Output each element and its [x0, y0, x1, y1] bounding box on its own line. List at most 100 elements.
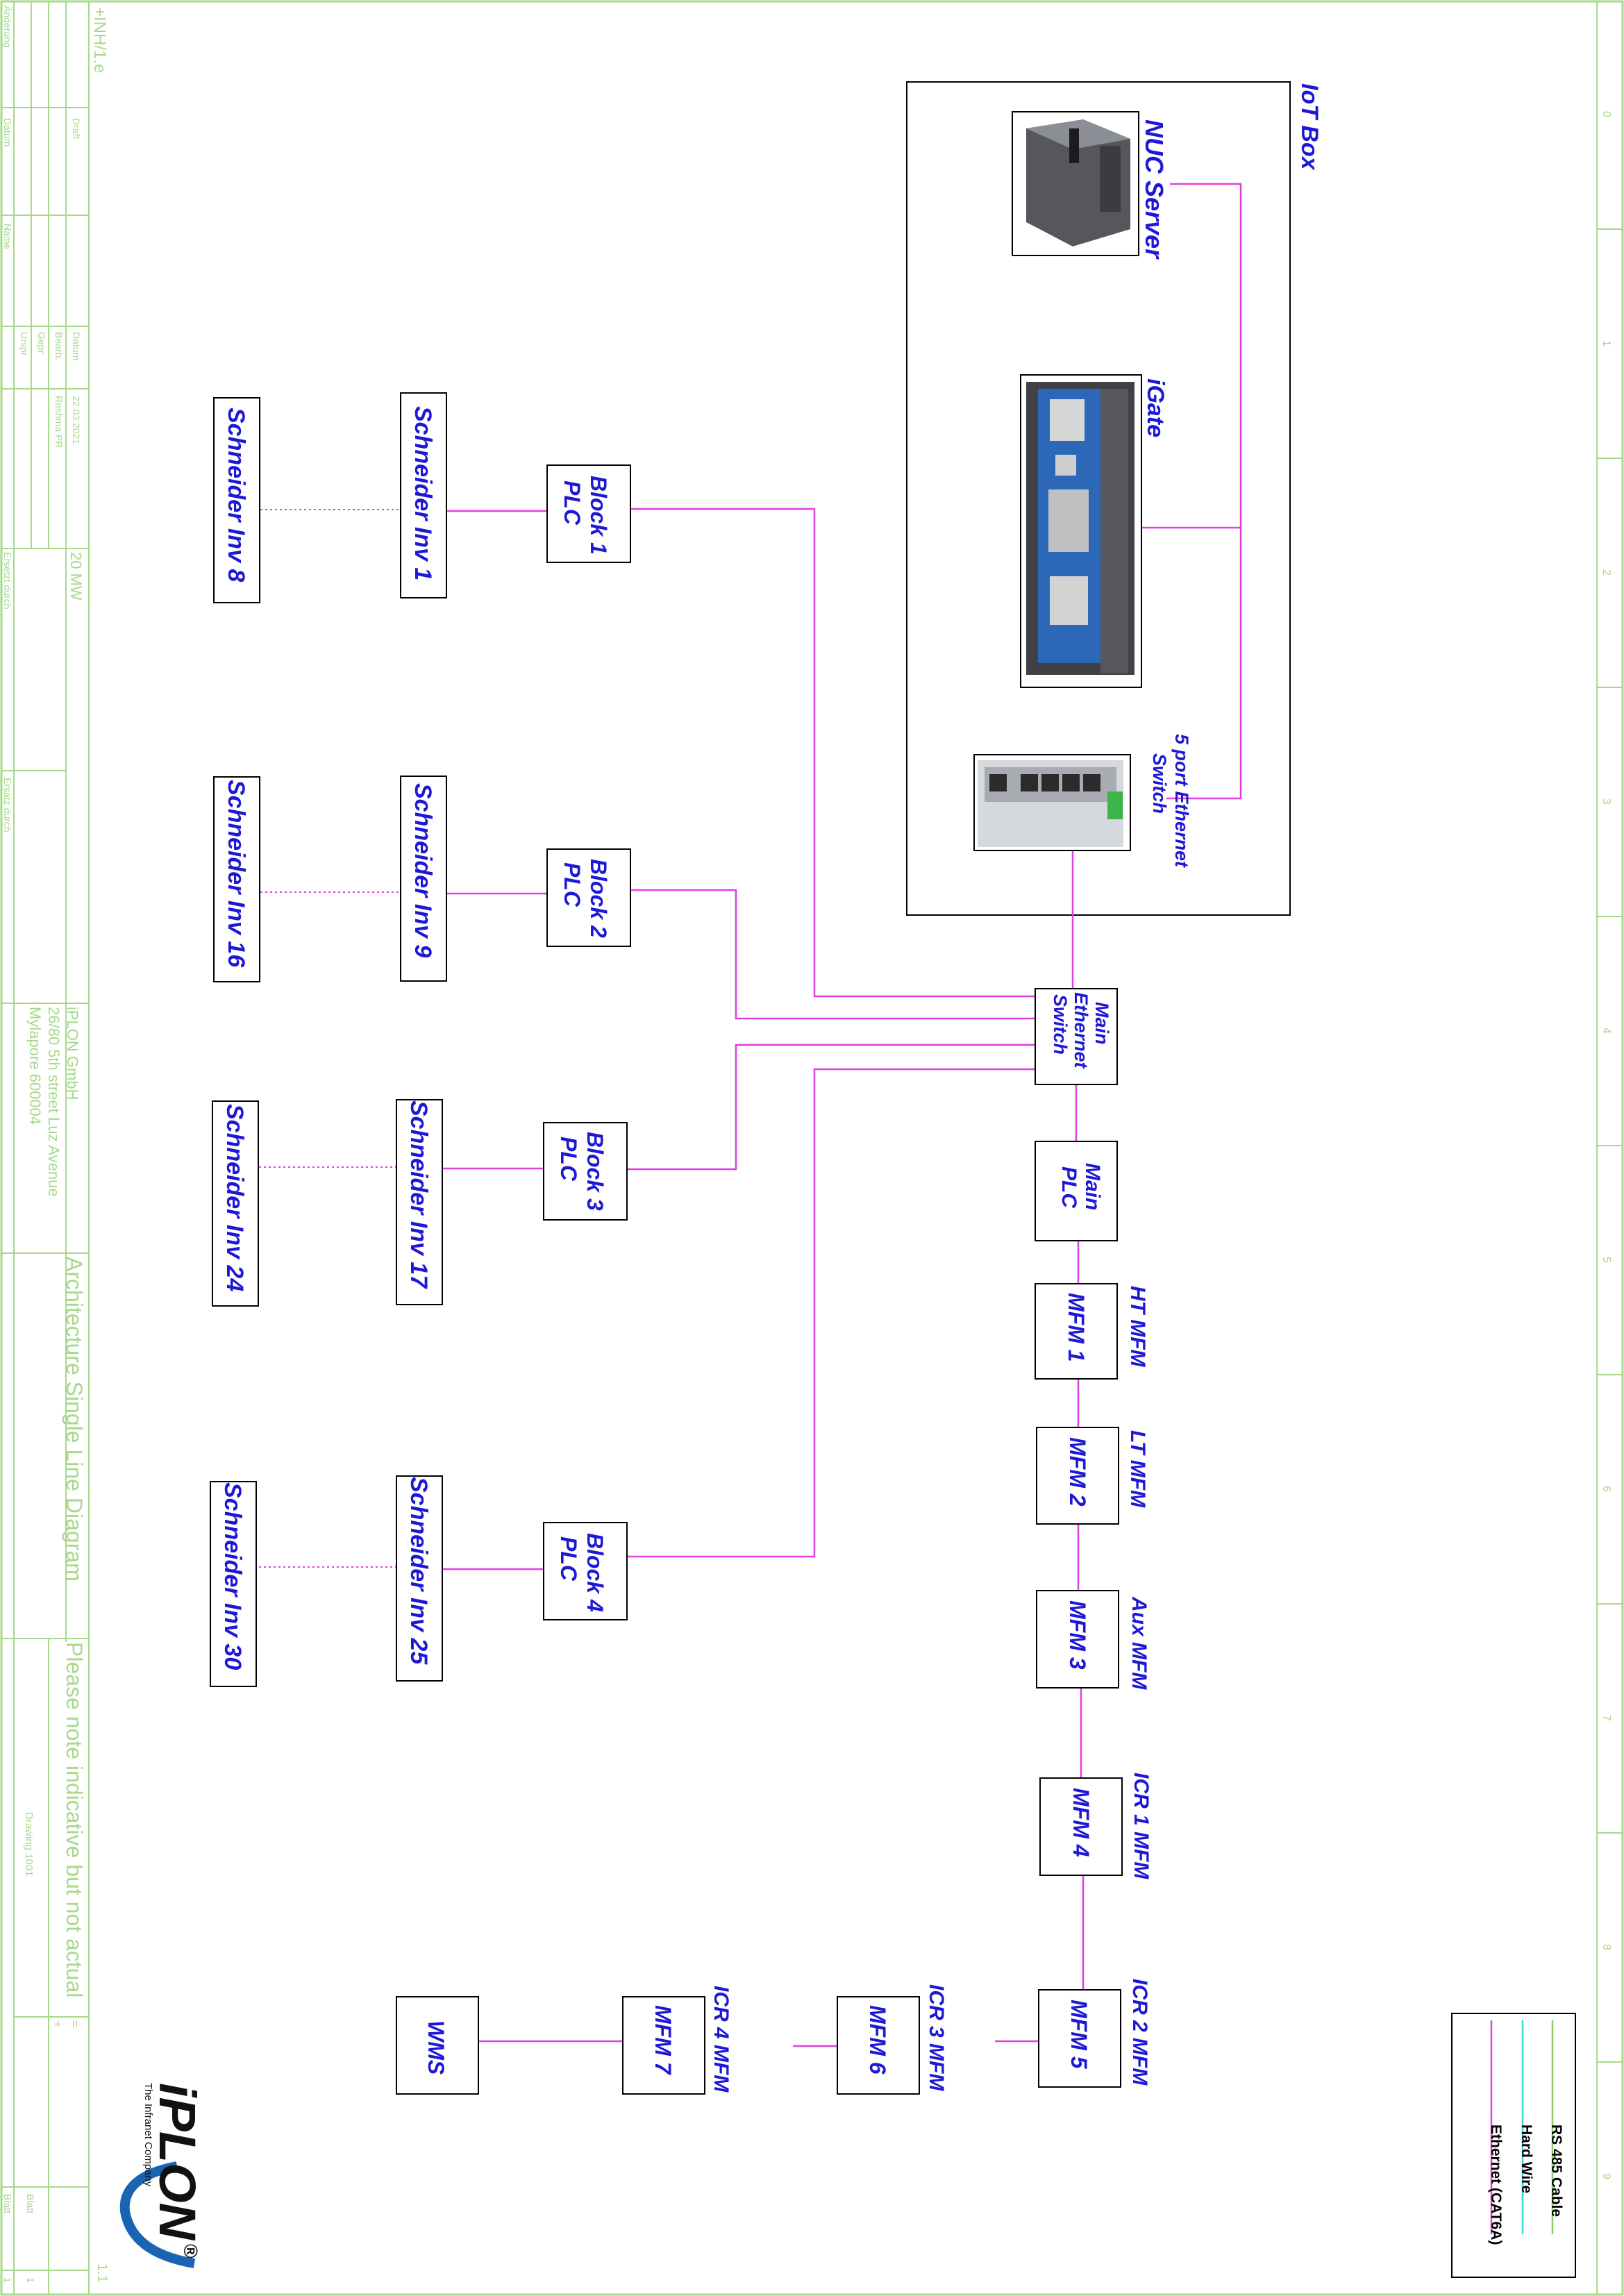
main-plc-box — [1035, 1141, 1118, 1241]
legend-rs485-label: RS 485 Cable — [1548, 2125, 1564, 2218]
inverter-30-label: Schneider Inv 30 — [219, 1482, 246, 1670]
title-block-bearb: Bearb. — [53, 332, 65, 361]
block-plc-2-label-line1: Block 2 — [586, 859, 611, 938]
iplon-logo-reg: ® — [180, 2244, 201, 2259]
legend-ethernet-label: Ethernet (CAT6A) — [1488, 2125, 1504, 2245]
mfm-2-label: MFM 2 — [1065, 1437, 1090, 1507]
block-plc-2-label-line2: PLC — [560, 862, 585, 907]
drawing-title: Architecture Single Line Diagram — [62, 1257, 87, 1582]
title-block-sheet-ref: 1.1 — [94, 2263, 110, 2283]
frame-tick-9: 9 — [1600, 2173, 1612, 2179]
frame-tick-2: 2 — [1600, 569, 1612, 576]
frame-tick-marks — [1597, 228, 1623, 2063]
main-ethernet-switch-box — [1035, 988, 1118, 1085]
inverter-8-box — [213, 397, 260, 603]
iplon-logo-text: iPLON — [149, 2083, 206, 2240]
title-block-plus: + — [51, 2020, 65, 2028]
mfm-4-role: ICR 1 MFM — [1130, 1773, 1153, 1879]
mfm-4-box — [1039, 1777, 1123, 1876]
inverter-24-label: Schneider Inv 24 — [221, 1104, 248, 1292]
title-block-name: Name — [2, 224, 13, 250]
title-block-ersetzt-durch: Ersetzt durch — [2, 552, 13, 610]
frame-tick-5: 5 — [1600, 1257, 1612, 1263]
mfm-4-label: MFM 4 — [1069, 1788, 1094, 1857]
mfm-6-box — [837, 1996, 920, 2095]
block-plc-1-box — [546, 464, 631, 563]
company-address-line2: Mylapore 600004 — [26, 1007, 44, 1125]
title-block-gepr: Gepr — [36, 332, 47, 354]
mfm-5-label: MFM 5 — [1066, 2000, 1091, 2069]
legend-frame — [1451, 2013, 1576, 2278]
title-block-datum: Datum — [2, 118, 13, 147]
mfm-1-role: HT MFM — [1126, 1286, 1149, 1367]
inverter-9-label: Schneider Inv 9 — [410, 783, 436, 958]
block-plc-3-label-line1: Block 3 — [583, 1132, 608, 1211]
block-plc-4-box — [543, 1522, 628, 1620]
inverter-16-box — [213, 776, 260, 982]
mfm-2-box — [1036, 1427, 1119, 1525]
title-block-grid — [1, 1, 90, 2295]
mfm-7-role: ICR 4 MFM — [710, 1986, 733, 2093]
title-block-blatt2: Blatt — [2, 2194, 13, 2214]
nuc-server-image — [1012, 111, 1139, 256]
iot-box-title: IoT Box — [1296, 83, 1323, 170]
mfm-3-box — [1036, 1590, 1119, 1689]
mfm-6-role: ICR 3 MFM — [925, 1984, 948, 2091]
title-block-capacity: 20 MW — [67, 552, 85, 601]
main-plc-label-line1: Main — [1081, 1163, 1104, 1211]
igate-image — [1020, 374, 1142, 688]
main-switch-label-line3: Switch — [1050, 994, 1071, 1055]
mfm-7-box — [622, 1996, 705, 2095]
title-block-urspr: Urspr — [19, 332, 30, 356]
title-block-author: Reshma PR — [53, 396, 65, 449]
inverter-1-label: Schneider Inv 1 — [410, 406, 436, 581]
frame-tick-8: 8 — [1600, 1944, 1612, 1950]
title-block-aenderung: Änderung — [2, 6, 13, 48]
drawing-note: Please note indicative but not actual — [62, 1642, 87, 1998]
mfm-5-role: ICR 2 MFM — [1128, 1979, 1151, 2086]
mfm-6-label: MFM 6 — [865, 2005, 890, 2075]
mfm-1-box — [1035, 1283, 1118, 1380]
main-switch-label-line1: Main — [1091, 1002, 1112, 1045]
mfm-5-box — [1038, 1989, 1121, 2088]
wms-box — [396, 1996, 479, 2095]
inverter-8-label: Schneider Inv 8 — [223, 408, 249, 583]
iplon-logo-tagline: The Infranet Company — [142, 2083, 154, 2187]
frame-tick-7: 7 — [1600, 1715, 1612, 1721]
nuc-server-label: NUC Server — [1140, 119, 1169, 259]
inverter-30-box — [210, 1481, 257, 1687]
inverter-16-label: Schneider Inv 16 — [223, 780, 249, 968]
frame-tick-4: 4 — [1600, 1028, 1612, 1034]
mfm-3-role: Aux MFM — [1128, 1597, 1150, 1690]
title-block-sheet-no: 1 — [25, 2277, 36, 2283]
title-block-equals: = — [68, 2020, 82, 2028]
inverter-1-box — [400, 392, 447, 598]
inverter-17-label: Schneider Inv 17 — [405, 1100, 432, 1289]
frame-tick-3: 3 — [1600, 798, 1612, 805]
title-block-sheet-count: 1 — [2, 2277, 13, 2283]
iplon-logo-swoosh — [119, 2161, 196, 2268]
five-port-switch-label-line2: Switch — [1149, 753, 1170, 814]
mfm-3-label: MFM 3 — [1065, 1600, 1090, 1670]
main-switch-label-line2: Ethernet — [1071, 992, 1091, 1069]
drawing-number: Drawing 1001 — [23, 1812, 35, 1877]
inverter-25-label: Schneider Inv 25 — [405, 1477, 432, 1665]
block-plc-3-label-line2: PLC — [556, 1137, 581, 1181]
ethernet-wiring — [443, 183, 1493, 2234]
legend-hard-wire-label: Hard Wire — [1518, 2125, 1534, 2194]
mfm-2-role: LT MFM — [1126, 1430, 1149, 1508]
five-port-switch-label-line1: 5 port Ethernet — [1171, 734, 1192, 868]
main-plc-label-line2: PLC — [1057, 1166, 1080, 1208]
title-block-datum2: Datum — [71, 332, 82, 361]
frame-tick-1: 1 — [1600, 340, 1612, 346]
igate-label: iGate — [1142, 378, 1169, 438]
title-block-ersatz-durch: Ersatz durch — [2, 778, 13, 832]
inverter-9-box — [400, 776, 447, 982]
frame-tick-6: 6 — [1600, 1486, 1612, 1492]
title-block-draft: Draft — [71, 118, 82, 140]
block-plc-2-box — [546, 848, 631, 947]
block-plc-4-label-line1: Block 4 — [583, 1533, 608, 1612]
block-plc-3-box — [543, 1122, 628, 1221]
